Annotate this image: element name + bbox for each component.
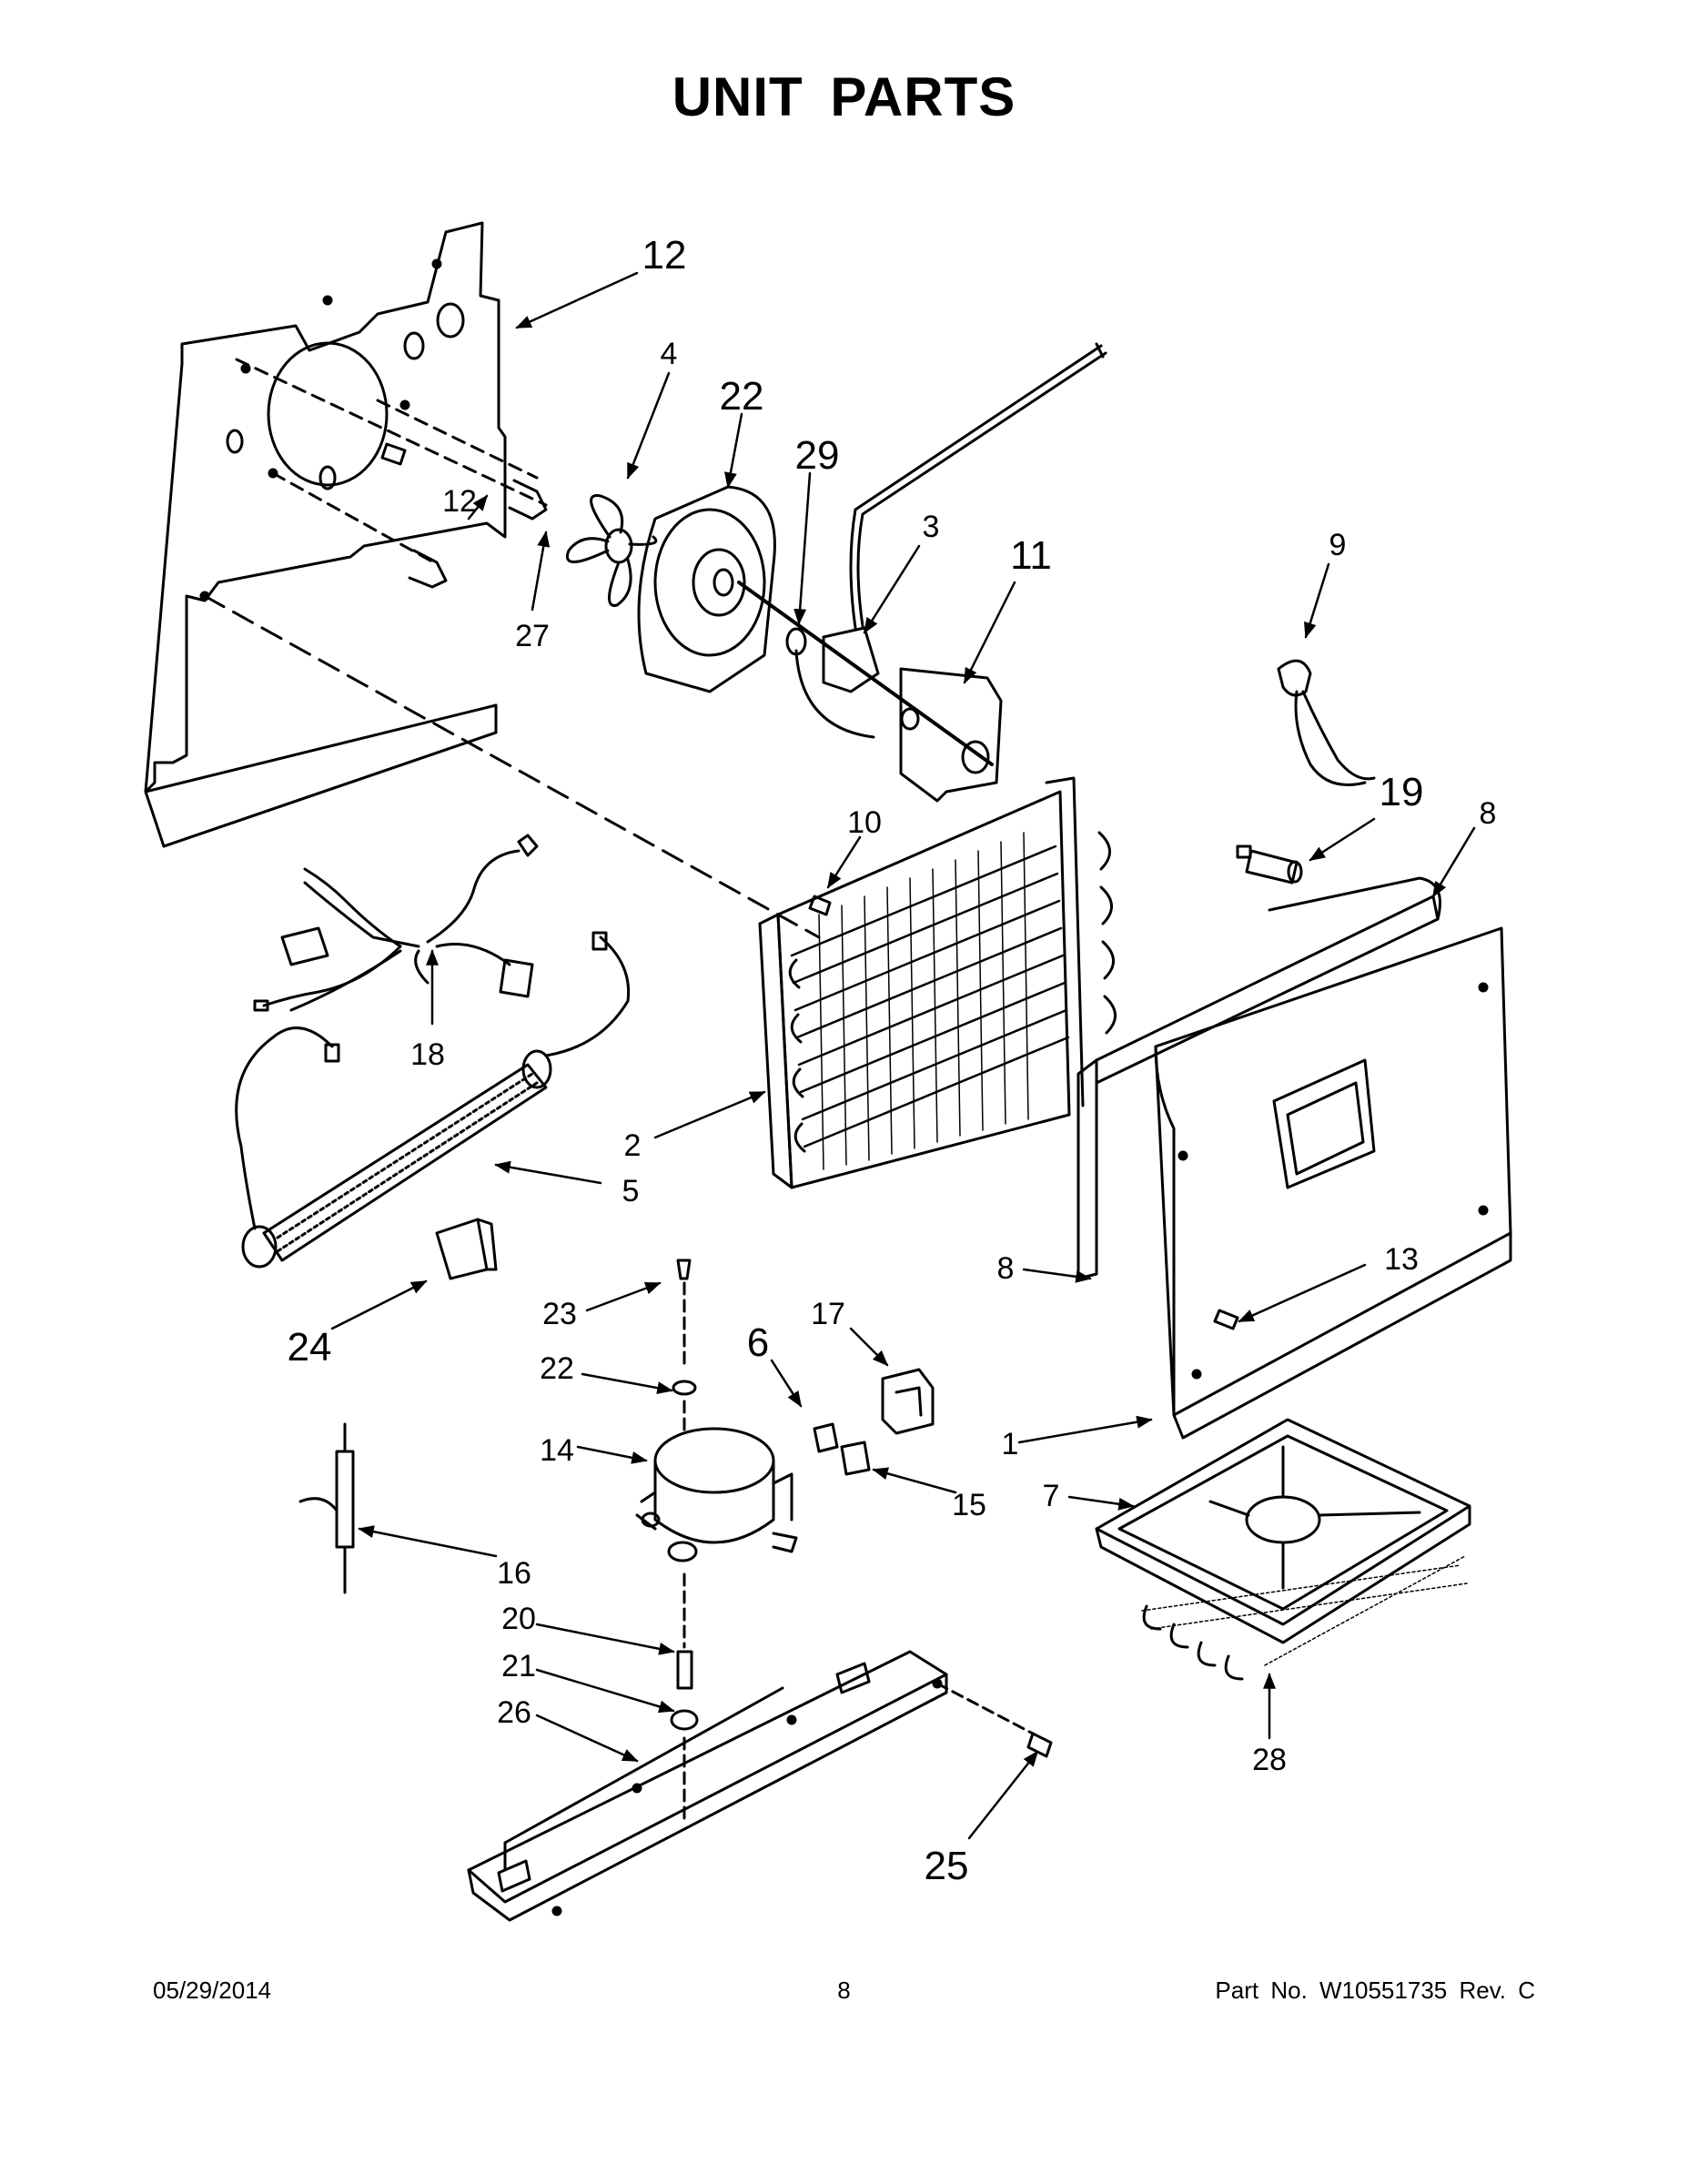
callout-18: 18 (410, 1037, 445, 1072)
callout-28: 28 (1252, 1743, 1287, 1777)
page-title: UNIT PARTS (672, 66, 1016, 127)
callout-22: 22 (720, 374, 764, 419)
fan-motor-part (785, 342, 1107, 739)
motor-bracket-part (899, 667, 1003, 803)
callout-20: 20 (501, 1602, 536, 1636)
callout-12: 12 (642, 233, 687, 278)
callout-21: 21 (501, 1649, 536, 1684)
callout-6: 6 (747, 1320, 769, 1365)
compressor-mount-parts (670, 1259, 699, 1822)
condenser-shroud-part (1076, 876, 1512, 1440)
footer-date: 05/29/2014 (153, 1977, 272, 2004)
callout-22-lower: 22 (540, 1351, 574, 1386)
callout-10: 10 (847, 805, 882, 840)
base-plate-part (467, 1650, 1053, 1922)
callout-9: 9 (1329, 528, 1347, 562)
callout-8-upper: 8 (1480, 796, 1497, 831)
callout-25: 25 (925, 1844, 969, 1888)
condenser-part (758, 776, 1117, 1189)
callout-15: 15 (952, 1488, 986, 1522)
callout-16: 16 (497, 1556, 531, 1591)
callout-11: 11 (1010, 533, 1052, 578)
callout-1: 1 (1002, 1427, 1019, 1461)
callout-24: 24 (288, 1325, 332, 1370)
callout-14: 14 (540, 1433, 574, 1468)
callout-29: 29 (795, 433, 840, 478)
footer-part-number: Part No. W10551735 Rev. C (1215, 1977, 1535, 2004)
back-panel-part (144, 221, 821, 939)
callout-17: 17 (811, 1297, 845, 1331)
callout-2: 2 (624, 1128, 642, 1163)
fan-blade-part (566, 494, 658, 607)
callout-leaders (330, 271, 1476, 1840)
drier-part (298, 1422, 355, 1594)
fan-shroud-part (637, 485, 994, 766)
callout-23: 23 (542, 1297, 577, 1331)
callout-13: 13 (1384, 1242, 1419, 1277)
callout-26: 26 (497, 1695, 531, 1730)
drain-pan-part (1095, 1418, 1471, 1681)
callout-5: 5 (622, 1174, 640, 1208)
compressor-part (635, 1368, 935, 1562)
callout-19: 19 (1380, 770, 1424, 814)
callout-4: 4 (661, 337, 678, 371)
relay-part (435, 1218, 498, 1280)
callout-7: 7 (1043, 1479, 1060, 1513)
callout-8-lower: 8 (997, 1251, 1015, 1286)
callout-labels: 12 4 22 29 3 11 12 27 9 19 8 10 18 2 5 2… (288, 233, 1497, 1888)
thermistor-part (1277, 659, 1376, 786)
drain-heater-part (235, 931, 631, 1269)
callout-12-lower: 12 (442, 484, 477, 519)
capacitor-part (1236, 844, 1303, 885)
wire-harness-part (253, 834, 539, 1012)
callout-3: 3 (923, 510, 940, 544)
footer-page-number: 8 (837, 1977, 851, 2004)
callout-27: 27 (515, 619, 550, 653)
